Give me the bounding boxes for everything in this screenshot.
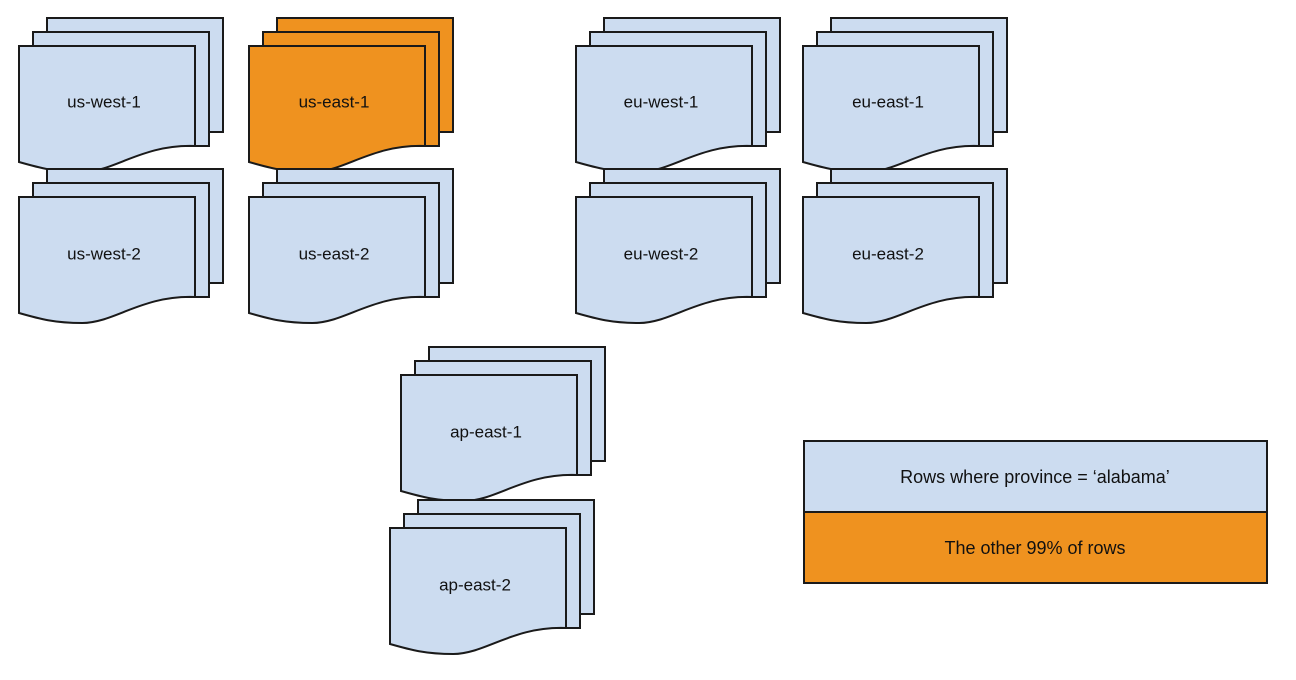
stack-page-front <box>18 196 196 325</box>
region-stack-eu-west-2[interactable]: eu-west-2 <box>575 168 781 325</box>
stack-page-front <box>248 45 426 174</box>
stack-page-front <box>575 45 753 174</box>
region-stack-us-east-2[interactable]: us-east-2 <box>248 168 454 325</box>
legend-swatch-orange <box>803 511 1268 584</box>
region-stack-eu-east-1[interactable]: eu-east-1 <box>802 17 1008 174</box>
legend-row-blue: Rows where province = ‘alabama’ <box>803 440 1268 513</box>
legend-group: Rows where province = ‘alabama’The other… <box>803 440 1268 584</box>
stack-page-front <box>575 196 753 325</box>
stack-page-front <box>389 527 567 656</box>
region-stack-ap-east-2[interactable]: ap-east-2 <box>389 499 595 656</box>
region-stack-us-west-2[interactable]: us-west-2 <box>18 168 224 325</box>
region-stack-eu-west-1[interactable]: eu-west-1 <box>575 17 781 174</box>
region-stack-us-west-1[interactable]: us-west-1 <box>18 17 224 174</box>
region-stack-ap-east-1[interactable]: ap-east-1 <box>400 346 606 503</box>
stack-page-front <box>802 196 980 325</box>
region-stack-eu-east-2[interactable]: eu-east-2 <box>802 168 1008 325</box>
stack-page-front <box>18 45 196 174</box>
legend-row-orange: The other 99% of rows <box>803 511 1268 584</box>
region-stack-us-east-1[interactable]: us-east-1 <box>248 17 454 174</box>
stack-page-front <box>248 196 426 325</box>
stack-page-front <box>802 45 980 174</box>
stack-page-front <box>400 374 578 503</box>
legend-swatch-blue <box>803 440 1268 513</box>
